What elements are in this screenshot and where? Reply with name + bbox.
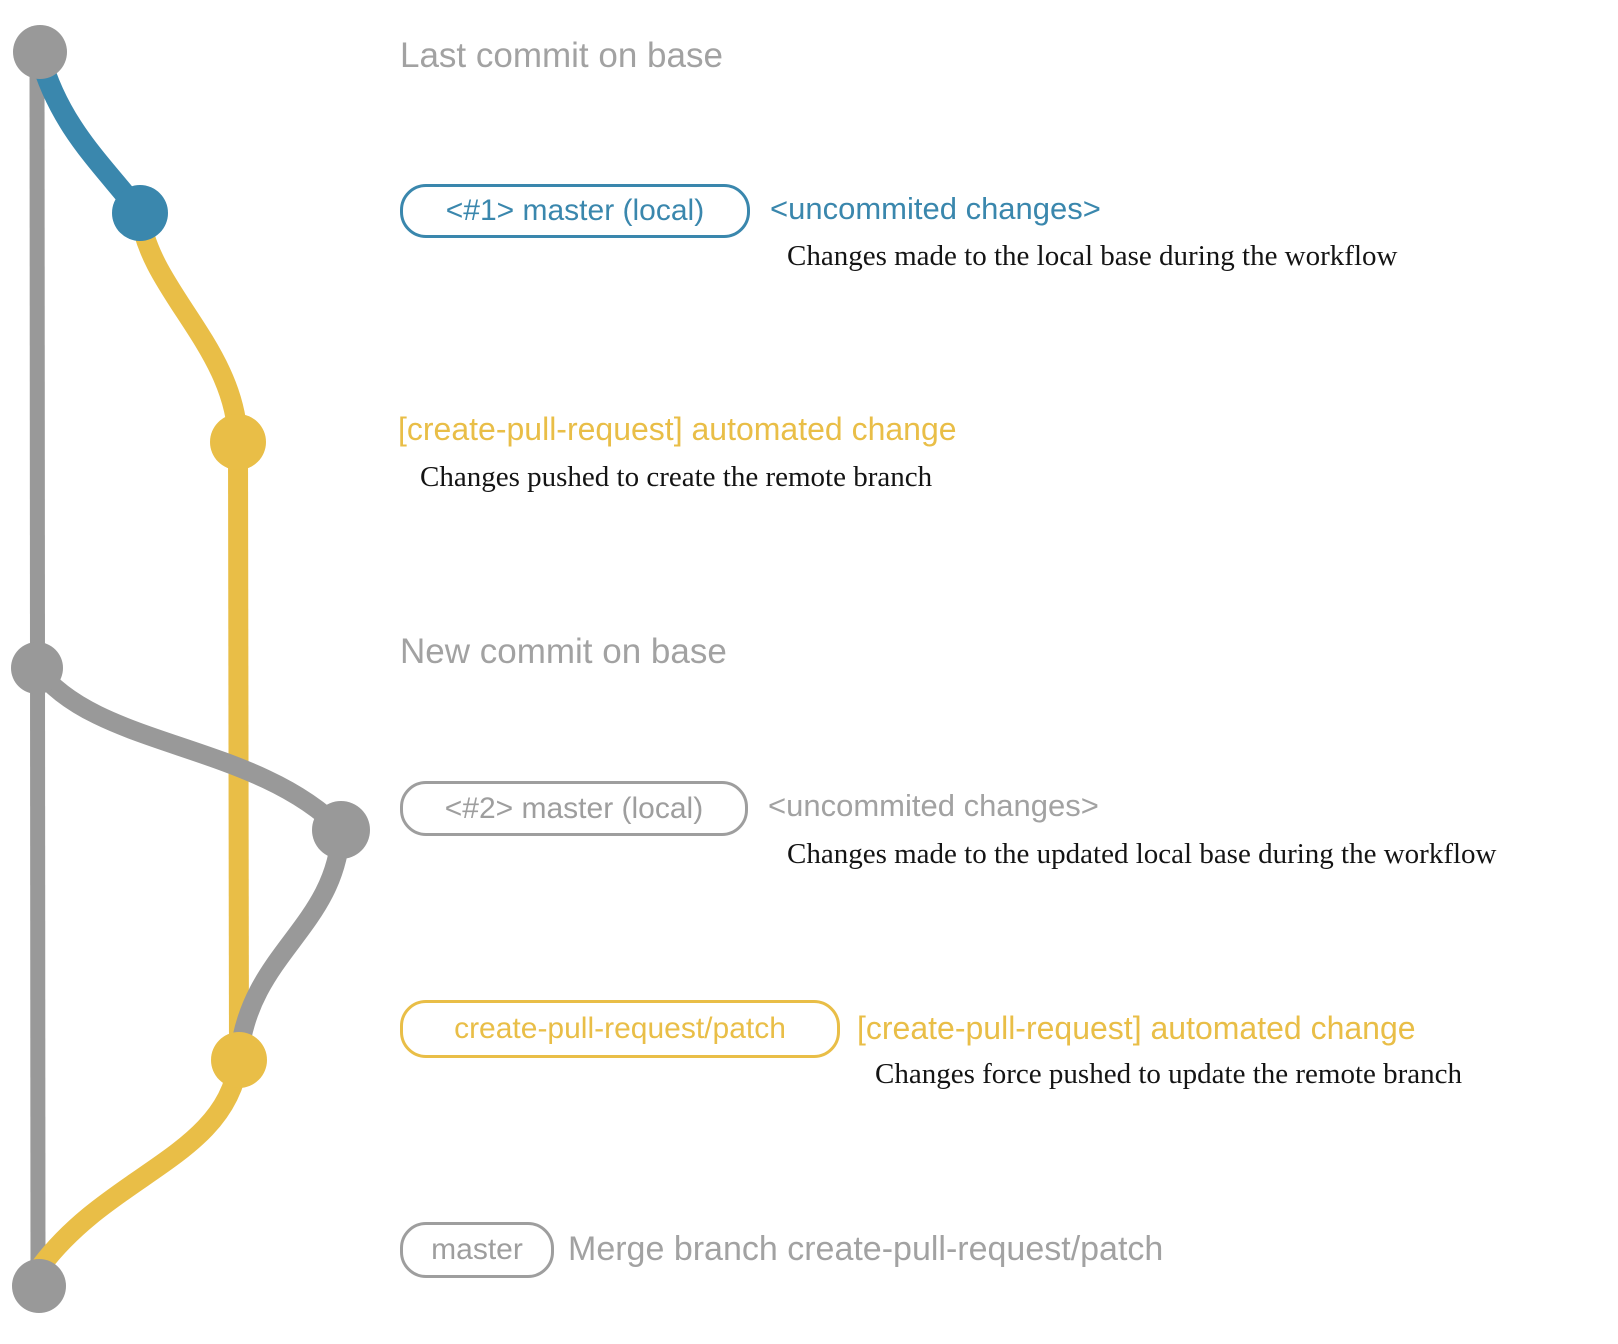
- commit-graph: [11, 25, 370, 1313]
- pill-create-pull-request-patch: create-pull-request/patch: [400, 1000, 840, 1058]
- label-merge-branch: Merge branch create-pull-request/patch: [568, 1230, 1164, 1268]
- label-automated-change-1: [create-pull-request] automated change: [398, 411, 957, 447]
- commit-node-merge: [12, 1259, 66, 1313]
- note-uncommitted-changes-1: <uncommited changes>: [770, 191, 1101, 226]
- commit-node-new-base: [11, 642, 63, 694]
- desc-local-base-changes-2: Changes made to the updated local base d…: [787, 838, 1497, 870]
- label-automated-change-2: [create-pull-request] automated change: [857, 1010, 1416, 1046]
- heading-last-commit-on-base: Last commit on base: [400, 36, 723, 75]
- desc-force-pushed-update-remote: Changes force pushed to update the remot…: [875, 1058, 1463, 1090]
- pill-master-label: master: [431, 1233, 523, 1266]
- commit-node-last-base: [13, 25, 67, 79]
- rebase-curve-in: [229, 820, 351, 1066]
- merge-curve: [31, 1050, 249, 1276]
- pill-master-local-1-label: <#1> master (local): [445, 194, 705, 227]
- desc-pushed-create-remote: Changes pushed to create the remote bran…: [420, 461, 933, 493]
- rebase-curve-out: [27, 658, 351, 840]
- pill-master: master: [400, 1222, 554, 1278]
- pill-master-local-2-label: <#2> master (local): [444, 791, 704, 825]
- heading-new-commit-on-base: New commit on base: [400, 632, 727, 671]
- commit-node-local-changes: [112, 185, 168, 241]
- note-uncommitted-changes-2: <uncommited changes>: [768, 788, 1099, 823]
- patch-branch-curve-top: [130, 205, 248, 452]
- pill-master-local-2: <#2> master (local): [400, 781, 748, 836]
- patch-branch-line: [228, 441, 249, 1061]
- pill-create-pull-request-patch-label: create-pull-request/patch: [454, 1012, 786, 1045]
- commit-node-patch-1: [210, 414, 266, 470]
- desc-local-base-changes-1: Changes made to the local base during th…: [787, 240, 1398, 272]
- pill-master-local-1: <#1> master (local): [400, 184, 750, 238]
- commit-node-local-changes-2: [312, 801, 370, 859]
- commit-node-patch-2: [211, 1032, 267, 1088]
